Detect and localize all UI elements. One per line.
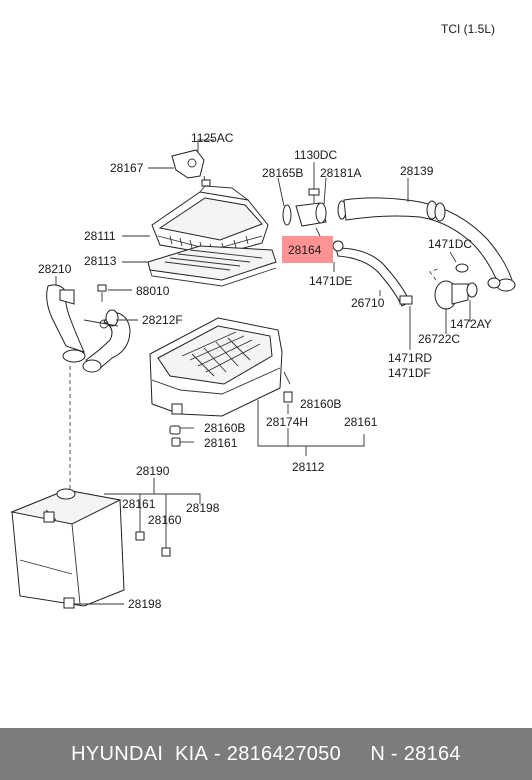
callout-28161-lower: 28161	[122, 497, 156, 511]
callout-28161-mid: 28161	[204, 436, 238, 450]
resonator-tank	[10, 488, 171, 609]
callout-labels: 1125AC 28167 1130DC 28165B 28181A 28139 …	[38, 131, 492, 611]
parts-diagram: TCI (1.5L)	[10, 22, 516, 611]
callout-28190: 28190	[136, 464, 170, 478]
callout-28198-upper: 28198	[186, 501, 220, 515]
footer-separator: -	[208, 742, 227, 765]
callout-28161-upper: 28161	[344, 415, 378, 429]
mounting-bracket	[171, 149, 211, 187]
callout-1471DF: 1471DF	[388, 366, 431, 380]
callout-28181A: 28181A	[320, 166, 361, 180]
callout-1471DE: 1471DE	[309, 274, 352, 288]
callout-28160: 28160	[148, 513, 182, 527]
callout-28113: 28113	[84, 254, 117, 268]
air-duct	[46, 284, 131, 373]
callout-28111: 28111	[84, 229, 116, 243]
engine-label: TCI (1.5L)	[441, 22, 495, 36]
air-cleaner-cover	[151, 185, 269, 256]
callout-28139: 28139	[400, 164, 434, 178]
callout-26710: 26710	[351, 296, 385, 310]
footer-code: N - 28164	[370, 742, 461, 765]
callout-1471RD: 1471RD	[388, 351, 432, 365]
part-number-footer: HYUNDAI KIA - 2816427050 N - 28164	[0, 728, 532, 780]
callout-28210: 28210	[38, 262, 72, 276]
callout-28167: 28167	[110, 161, 144, 175]
intake-hose-parts	[282, 188, 516, 310]
callout-28212F: 28212F	[142, 313, 183, 327]
footer-gap	[341, 743, 370, 766]
callout-1125AC: 1125AC	[191, 131, 234, 145]
leader-lines	[55, 139, 471, 605]
callout-26722C: 26722C	[418, 332, 460, 346]
callout-88010: 88010	[136, 284, 170, 298]
callout-28160B-lower: 28160B	[204, 421, 245, 435]
callout-1130DC: 1130DC	[294, 148, 337, 162]
air-filter-element	[147, 245, 277, 287]
footer-brand: HYUNDAI KIA	[71, 742, 209, 765]
callout-28165B: 28165B	[262, 166, 303, 180]
callout-28174H: 28174H	[266, 415, 308, 429]
air-cleaner-body	[149, 317, 293, 417]
callout-28112: 28112	[292, 460, 325, 474]
footer-part-number: 2816427050	[226, 742, 342, 765]
callout-28198-lower: 28198	[128, 597, 162, 611]
callout-1472AY: 1472AY	[450, 317, 492, 331]
callout-1471DC: 1471DC	[428, 237, 472, 251]
callout-28160B-upper: 28160B	[300, 397, 341, 411]
grommets	[169, 425, 181, 447]
highlight-box	[282, 236, 333, 263]
callout-28164-highlighted: 28164	[288, 243, 322, 257]
